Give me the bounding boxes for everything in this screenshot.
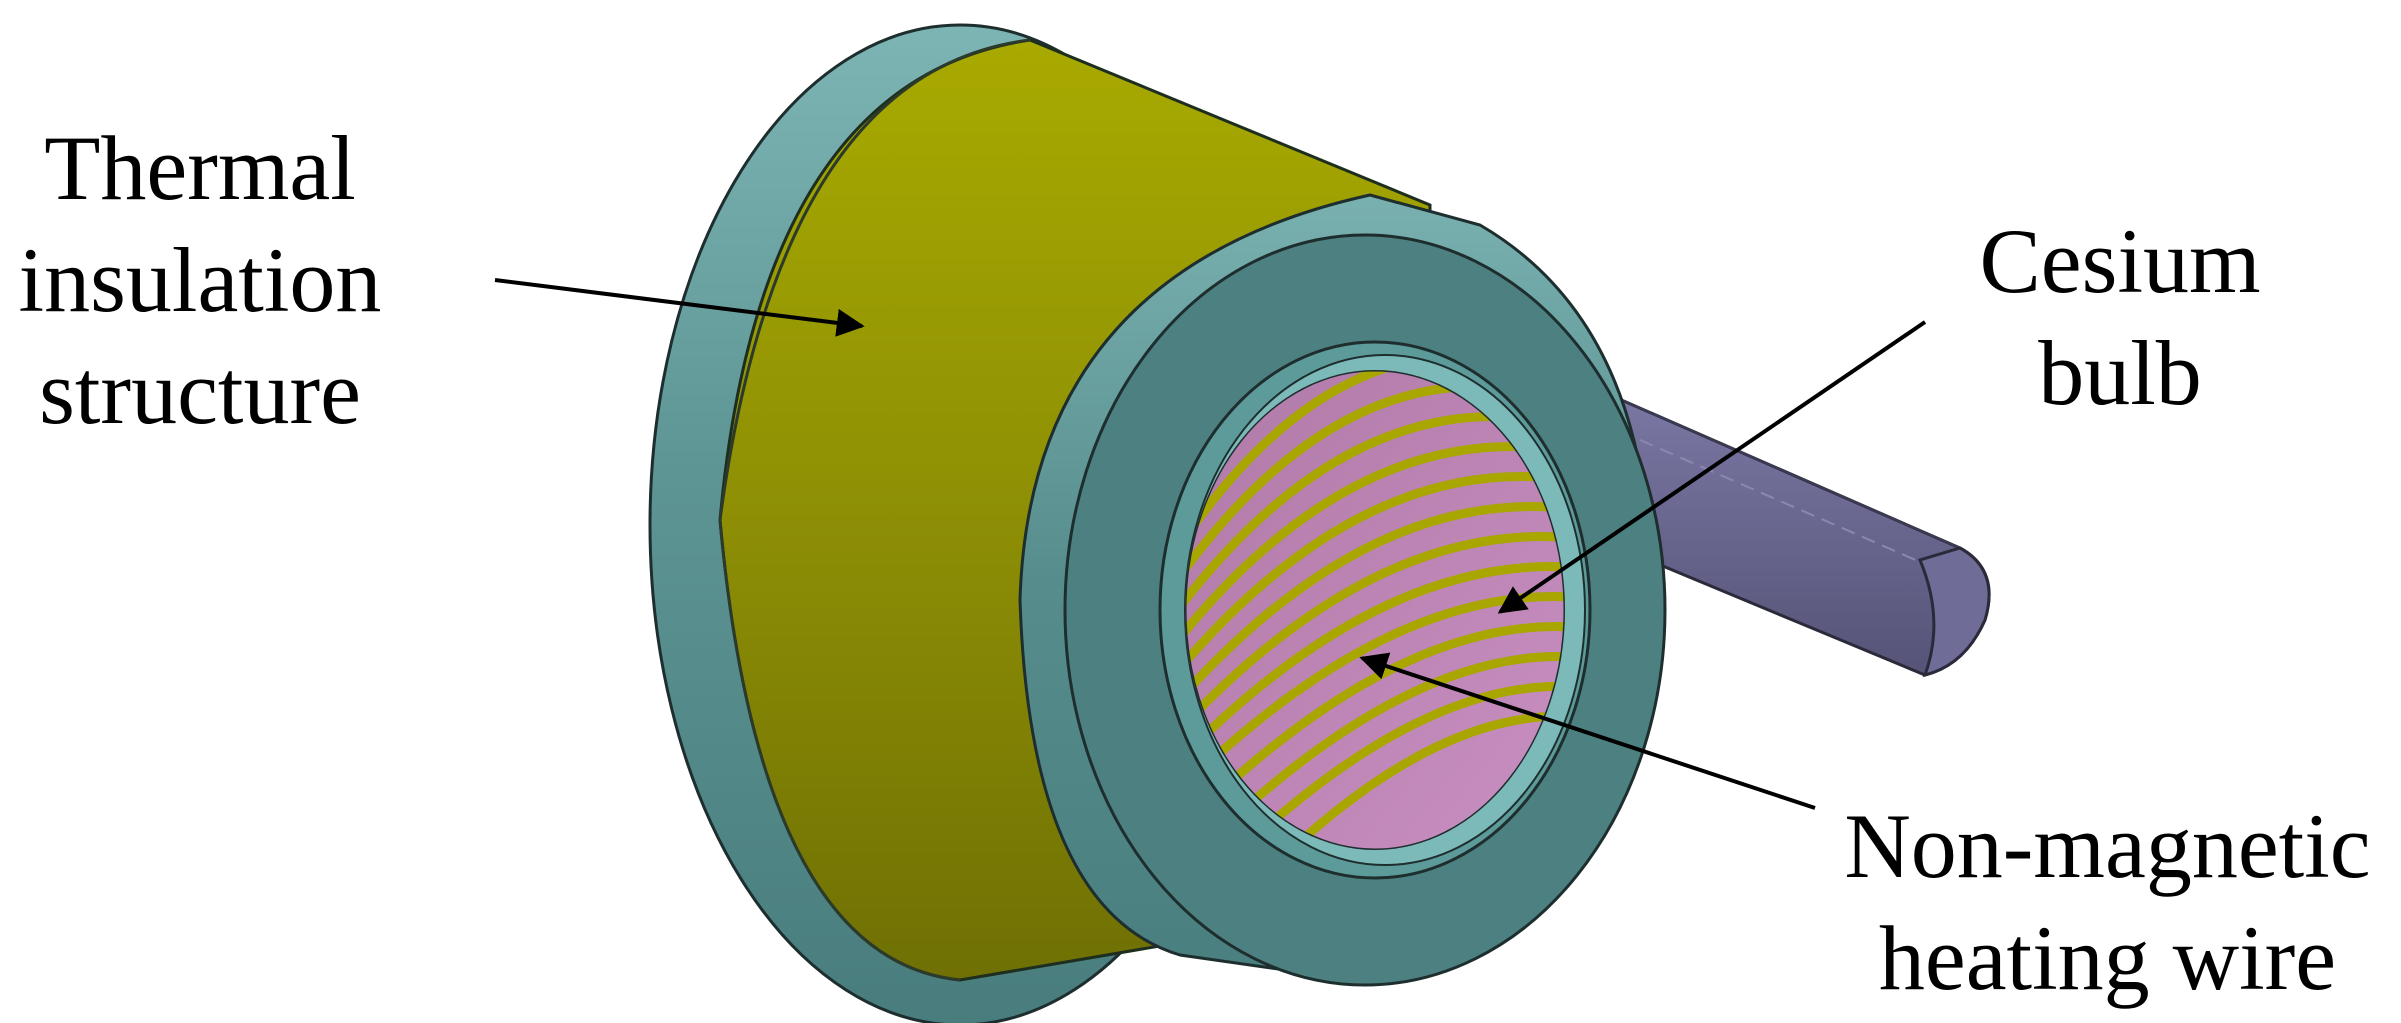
cesium-bulb-rod [1598,392,1991,678]
label-line: Thermal [44,117,356,219]
arrow-thermal-insulation [494,278,865,337]
label-thermal-insulation-structure: Thermal insulation structure [0,112,400,448]
arrow-heating-wire [1359,652,1816,810]
label-line: Cesium [1979,210,2261,312]
label-line: heating wire [1878,907,2337,1009]
arrow-cesium-bulb [1497,320,1927,614]
label-line: bulb [2038,322,2202,424]
label-line: structure [39,341,361,443]
label-cesium-bulb: Cesium bulb [1960,205,2280,429]
label-non-magnetic-heating-wire: Non-magnetic heating wire [1815,790,2400,1014]
label-line: insulation [18,229,382,331]
label-line: Non-magnetic [1844,795,2371,897]
